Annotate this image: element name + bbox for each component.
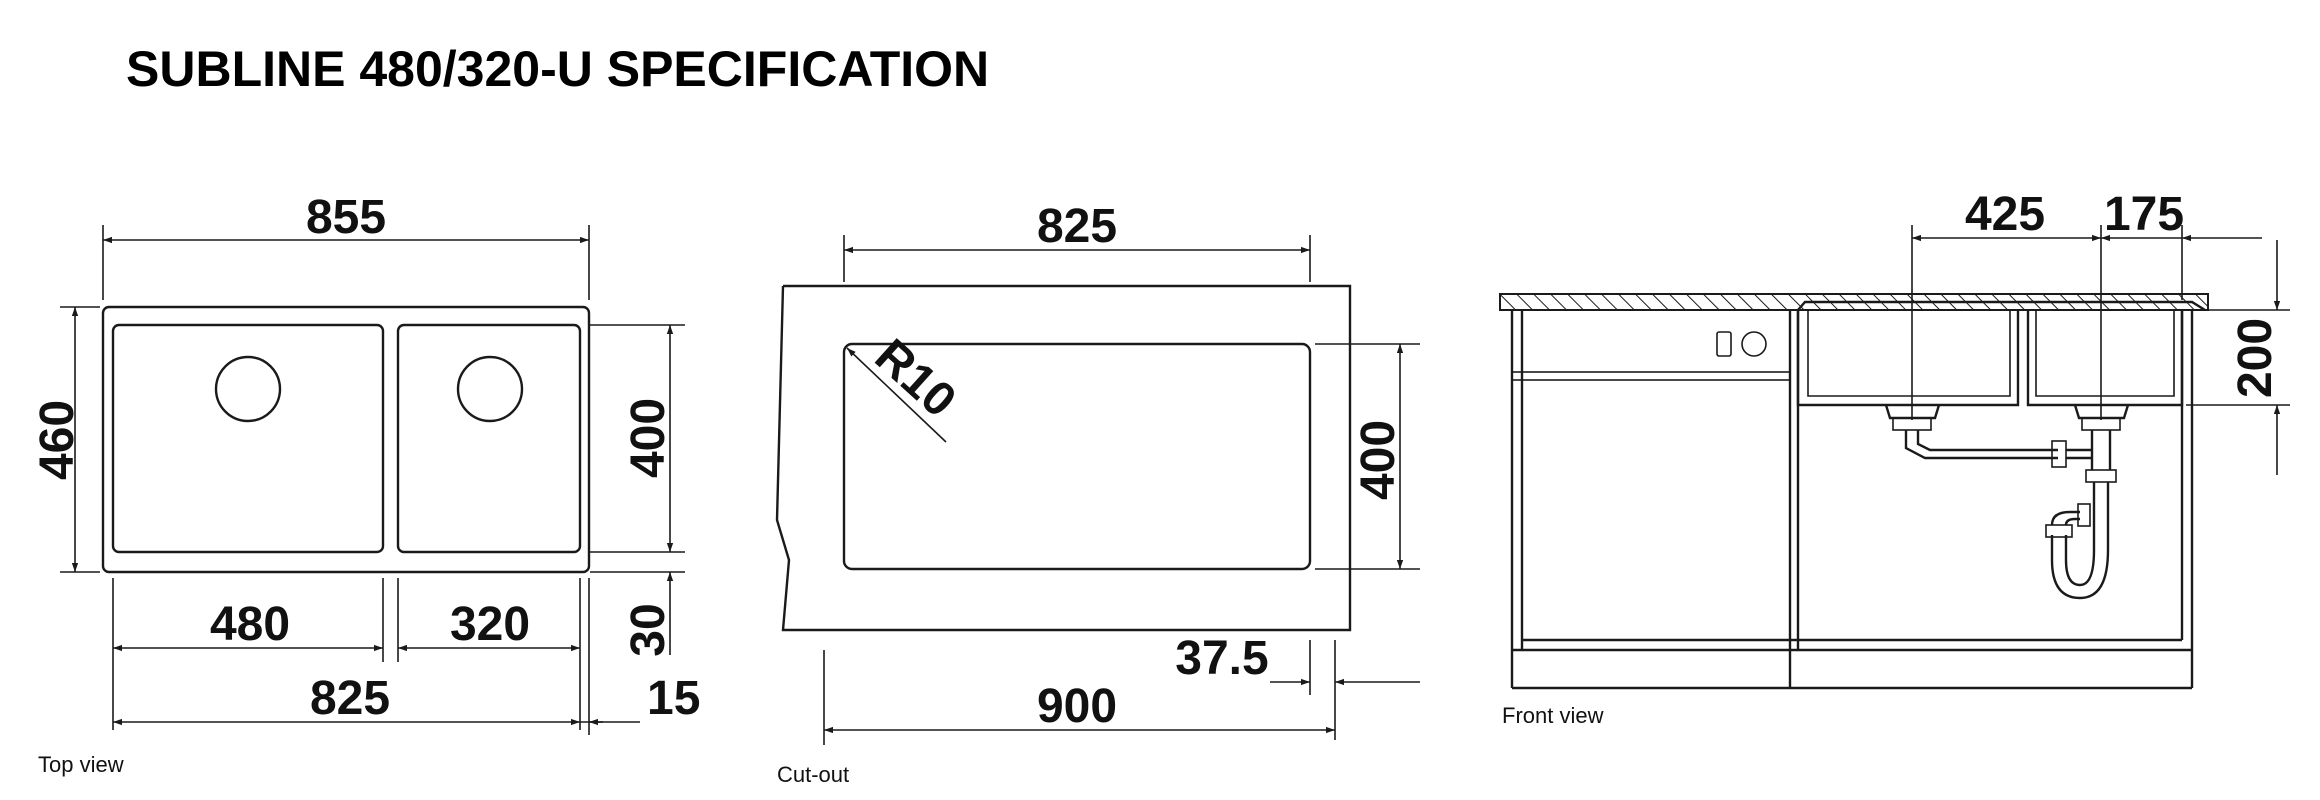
- connecting-pipe: [1904, 430, 2058, 460]
- dim-edge-offset: 37.5: [1175, 632, 1268, 685]
- dim-inner-width: 825: [310, 672, 390, 725]
- front-right-bowl-inner: [2035, 310, 2175, 397]
- appliance-panel: [1511, 371, 1791, 381]
- pipe-branch: [2066, 448, 2092, 460]
- dim-overall-width: 855: [306, 191, 386, 244]
- cutout-caption: Cut-out: [777, 762, 849, 787]
- front-view: 425 175 200 Front view: [1499, 188, 2290, 728]
- dim-edge-offset: 15: [647, 672, 700, 725]
- trap-down-pipe: [2092, 482, 2110, 550]
- dim-rim-offset: 30: [622, 603, 675, 656]
- dim-left-bowl: 480: [210, 598, 290, 651]
- top-view: 855 460 400 30 480 320 825 15 Top view: [31, 191, 700, 777]
- dim-cutout-depth: 400: [1352, 420, 1405, 500]
- dim-cutout-width: 825: [1037, 200, 1117, 253]
- dim-overall-depth: 460: [31, 400, 84, 480]
- socket-icon: [1741, 331, 1767, 357]
- dim-right-spacing: 175: [2104, 188, 2184, 241]
- front-right-bowl: [2026, 310, 2184, 407]
- switch-icon: [1716, 331, 1732, 357]
- countertop-outline: [775, 284, 1352, 632]
- p-trap-outer: [2064, 535, 2096, 587]
- cutout-rect: [842, 342, 1312, 571]
- dim-bowl-depth: 400: [622, 398, 675, 478]
- trap-outlet: [2050, 510, 2080, 526]
- p-trap-inner: [2050, 535, 2110, 600]
- sink-rim: [1797, 300, 2206, 312]
- front-left-bowl: [1796, 310, 2020, 407]
- pipe-coupler: [2051, 440, 2067, 468]
- cutout-view: R10 825 400 37.5 900 Cut-out: [775, 200, 1420, 787]
- front-view-caption: Front view: [1502, 703, 1604, 728]
- dim-right-bowl: 320: [450, 598, 530, 651]
- trap-outlet-cap: [2077, 503, 2091, 527]
- top-view-caption: Top view: [38, 752, 124, 777]
- right-bowl: [396, 323, 582, 554]
- radius-leader: [846, 347, 947, 443]
- front-left-bowl-inner: [1807, 310, 2011, 397]
- tailpiece-nut: [2085, 469, 2117, 483]
- left-drain-icon: [214, 355, 282, 423]
- right-drain-icon: [456, 355, 524, 423]
- dim-left-spacing: 425: [1965, 188, 2045, 241]
- left-bowl: [111, 323, 385, 554]
- sink-outline: [101, 305, 591, 574]
- trap-nut: [2045, 524, 2073, 538]
- connecting-pipe-inner: [1916, 430, 2058, 452]
- dim-cabinet-width: 900: [1037, 680, 1117, 733]
- dim-bowl-height: 200: [2229, 318, 2282, 398]
- page-title: SUBLINE 480/320-U SPECIFICATION: [126, 41, 989, 97]
- tailpiece: [2090, 430, 2112, 470]
